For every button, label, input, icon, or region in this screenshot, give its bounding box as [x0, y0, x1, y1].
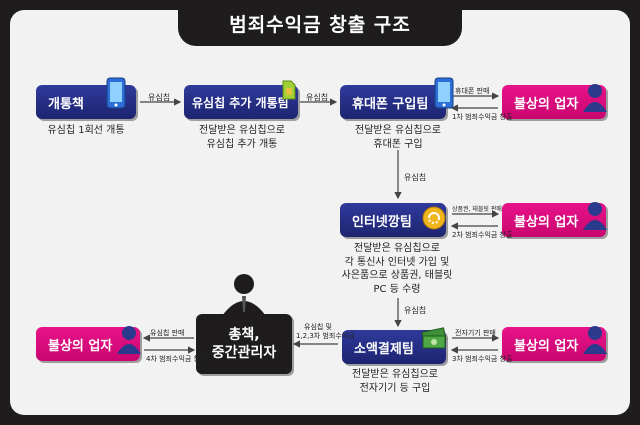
page-title: 범죄수익금 창출 구조 — [178, 0, 462, 46]
edge-label-gift-tablet-sale: 상품권, 태블릿 판매 — [452, 206, 502, 213]
caption-micropay-line1: 전달받은 유심칩으로 — [352, 369, 438, 380]
caption-phone-buy-line2: 휴대폰 구입 — [373, 138, 423, 150]
edge-label-profits-123: 1,2,3차 범죄수익금 — [296, 332, 355, 340]
caption-internet-line1: 전달받은 유심칩으로 — [354, 243, 440, 254]
node-micropay-team-label: 소액결제팀 — [354, 341, 414, 357]
cash-icon — [420, 326, 448, 356]
caption-micropay-team: 전달받은 유심칩으로 전자기기 등 구입 — [330, 368, 460, 395]
edge-label-device-sale: 전자기기 판매 — [455, 329, 496, 337]
node-extra-open-team: 유심칩 추가 개통팀 — [184, 85, 298, 119]
node-illegal-vendor-4-label: 불상의 업자 — [48, 338, 113, 354]
edge-label-profit4: 4차 범죄수익금 창출 — [146, 355, 207, 363]
sim-card-icon — [282, 80, 296, 104]
caption-extra-open-team: 전달받은 유심칩으로 유심칩 추가 개통 — [180, 124, 304, 151]
caption-internet-team: 전달받은 유심칩으로 각 통신사 인터넷 가입 및 사은품으로 상품권, 태블릿… — [322, 242, 472, 296]
caption-internet-line2: 각 통신사 인터넷 가입 및 — [344, 256, 450, 268]
person-silhouette-icon — [582, 200, 608, 234]
node-internet-team-label: 인터넷깡팀 — [352, 214, 412, 230]
edge-label-phone-sale: 휴대폰 판매 — [455, 87, 490, 95]
node-manager-line2: 중간관리자 — [211, 345, 277, 361]
edge-label-usim-2: 유심칩 — [306, 93, 329, 102]
edge-label-profit2: 2차 범죄수익금 창출 — [452, 231, 513, 239]
caption-micropay-line2: 전자기기 등 구입 — [359, 382, 431, 394]
node-illegal-vendor-3-label: 불상의 업자 — [514, 338, 579, 354]
person-silhouette-icon — [582, 324, 608, 358]
edge-label-profit1: 1차 범죄수익금 창출 — [452, 113, 513, 121]
node-phone-buy-team-label: 휴대폰 구입팀 — [352, 96, 429, 112]
edge-label-usim-4: 유심칩 — [404, 306, 427, 315]
coins-icon — [422, 206, 446, 234]
caption-phone-buy-team: 전달받은 유심칩으로 휴대폰 구입 — [336, 124, 460, 151]
person-silhouette-icon — [116, 324, 142, 358]
caption-open-team: 유심칩 1회선 개통 — [47, 125, 125, 136]
node-open-team-label: 개통책 — [48, 96, 84, 112]
person-silhouette-icon — [582, 82, 608, 116]
edge-label-usim-1: 유심칩 — [148, 93, 171, 102]
caption-phone-buy-line1: 전달받은 유심칩으로 — [355, 125, 441, 136]
caption-extra-open-line1: 전달받은 유심칩으로 — [199, 125, 285, 136]
node-extra-open-team-label: 유심칩 추가 개통팀 — [192, 95, 289, 110]
edge-label-usim-sale: 유심칩 판매 — [150, 329, 185, 337]
caption-internet-line4: PC 등 수령 — [373, 283, 421, 295]
node-manager: 총책, 중간관리자 — [196, 314, 292, 374]
caption-internet-line3: 사은품으로 상품권, 태블릿 — [341, 270, 453, 281]
edge-label-profit3: 3차 범죄수익금 창출 — [452, 355, 513, 363]
smartphone-icon — [434, 77, 454, 113]
edge-label-usim-3: 유심칩 — [404, 173, 427, 182]
boss-silhouette-icon — [220, 272, 268, 320]
node-illegal-vendor-2-label: 불상의 업자 — [514, 214, 579, 230]
node-manager-line1: 총책, — [228, 326, 260, 343]
caption-extra-open-line2: 유심칩 추가 개통 — [206, 138, 278, 150]
node-phone-buy-team: 휴대폰 구입팀 — [340, 85, 446, 119]
edge-label-usim-and: 유심칩 및 — [304, 323, 332, 331]
smartphone-icon — [106, 77, 126, 113]
node-illegal-vendor-1-label: 불상의 업자 — [514, 96, 579, 112]
